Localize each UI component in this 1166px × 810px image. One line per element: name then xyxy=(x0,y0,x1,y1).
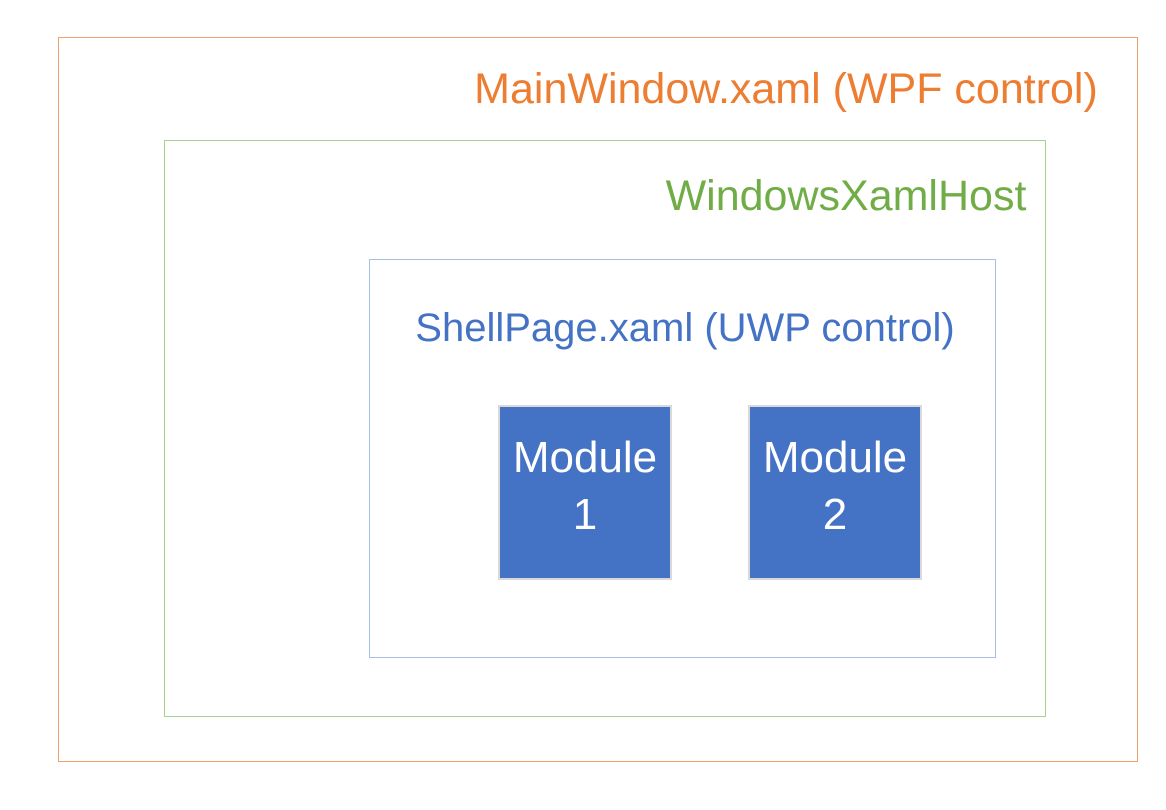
mainwindow-wpf-label: MainWindow.xaml (WPF control) xyxy=(474,65,1098,113)
module-1-label-line1: Module xyxy=(512,433,658,482)
shellpage-uwp-box: ShellPage.xaml (UWP control) Module 1 Mo… xyxy=(369,259,996,658)
module-1-label-line2: 1 xyxy=(572,490,598,539)
module-1-box: Module 1 xyxy=(498,405,672,580)
windowsxamlhost-label: WindowsXamlHost xyxy=(665,172,1027,220)
module-2-label-line1: Module xyxy=(762,433,908,482)
windowsxamlhost-box: WindowsXamlHost ShellPage.xaml (UWP cont… xyxy=(164,140,1046,717)
module-2-box: Module 2 xyxy=(748,405,922,580)
shellpage-uwp-label: ShellPage.xaml (UWP control) xyxy=(415,306,955,350)
module-2-label-line2: 2 xyxy=(822,490,848,539)
mainwindow-wpf-box: MainWindow.xaml (WPF control) WindowsXam… xyxy=(58,37,1138,762)
